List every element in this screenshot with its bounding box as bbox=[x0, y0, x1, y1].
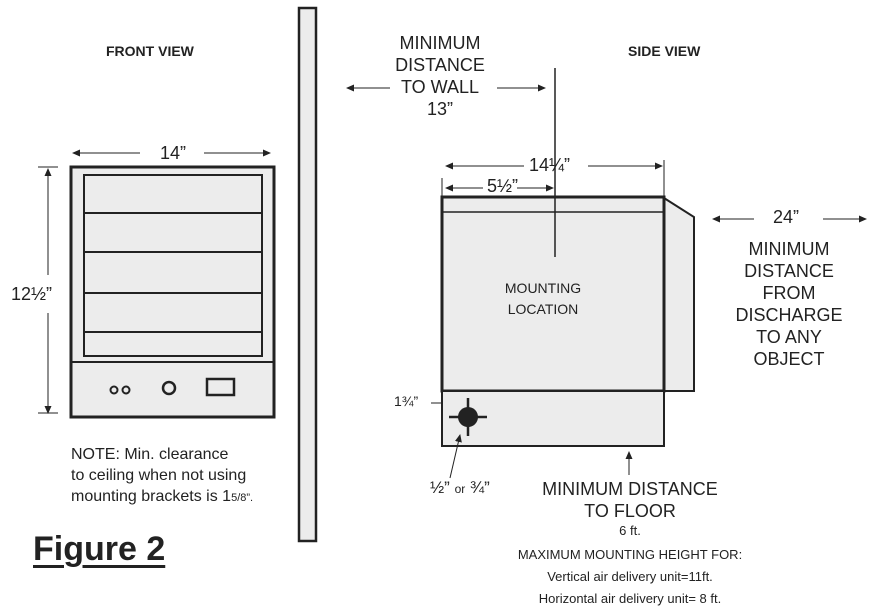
knockout-or: or bbox=[454, 482, 466, 496]
conduit-height-dim: 1¾” bbox=[394, 393, 419, 409]
mount-offset-dim: 5½” bbox=[487, 176, 519, 196]
discharge-distance-value: 24” bbox=[773, 207, 800, 227]
note-line1: NOTE: Min. clearance bbox=[71, 446, 229, 463]
thermostat-knob bbox=[161, 380, 177, 396]
note-line2: to ceiling when not using bbox=[71, 467, 247, 484]
control-knob-small-1 bbox=[109, 385, 119, 395]
knockout-size-label: ½” or ¾” bbox=[430, 478, 490, 498]
note-fraction: 5/8 bbox=[231, 492, 247, 504]
front-view-heater bbox=[69, 165, 276, 419]
mounting-location-line1: MOUNTING bbox=[504, 280, 582, 296]
max-height-title: MAXIMUM MOUNTING HEIGHT FOR: bbox=[517, 547, 743, 562]
floor-distance-label: MINIMUM DISTANCE TO FLOOR bbox=[530, 478, 730, 522]
side-view-title: SIDE VIEW bbox=[628, 43, 701, 59]
discharge-label-line2: DISTANCE bbox=[744, 261, 834, 281]
wall-distance-value: 13” bbox=[426, 99, 453, 119]
note-line3: mounting brackets is 15/8”. bbox=[71, 486, 253, 509]
discharge-label-line3: FROM bbox=[762, 283, 816, 303]
discharge-label-line4: DISCHARGE bbox=[735, 305, 843, 325]
knockout-size-a: ½” bbox=[430, 478, 450, 497]
front-width-dim: 14” bbox=[160, 143, 187, 163]
mounting-location-line2: LOCATION bbox=[507, 301, 579, 317]
discharge-label-line5: TO ANY bbox=[756, 327, 822, 347]
mounting-location-label: MOUNTING LOCATION bbox=[493, 278, 593, 320]
max-height-vertical: Vertical air delivery unit=11ft. bbox=[547, 569, 713, 584]
knockout-size-b: ¾” bbox=[469, 478, 490, 497]
discharge-label-line1: MINIMUM bbox=[748, 239, 830, 259]
side-depth-dim: 14¼” bbox=[529, 155, 571, 175]
side-view-heater bbox=[440, 195, 695, 447]
wall-label-line1: MINIMUM bbox=[399, 33, 481, 53]
figure-label: Figure 2 bbox=[33, 530, 166, 568]
control-knob-small-2 bbox=[121, 385, 131, 395]
floor-distance-value: 6 ft. bbox=[619, 523, 641, 538]
discharge-label: MINIMUM DISTANCE FROM DISCHARGE TO ANY O… bbox=[723, 238, 855, 370]
floor-label-line1: MINIMUM DISTANCE bbox=[542, 479, 718, 499]
floor-label-line2: TO FLOOR bbox=[584, 501, 676, 521]
wall-label-line3: TO WALL bbox=[400, 77, 480, 97]
clearance-note: NOTE: Min. clearance to ceiling when not… bbox=[71, 444, 253, 509]
wall bbox=[297, 6, 318, 543]
wall-label-line2: DISTANCE bbox=[395, 55, 485, 75]
max-height-horizontal: Horizontal air delivery unit= 8 ft. bbox=[538, 591, 722, 606]
wall-distance-label: MINIMUM DISTANCE TO WALL 13” bbox=[382, 32, 498, 120]
front-height-dim: 12½” bbox=[11, 284, 53, 304]
switch-panel bbox=[205, 377, 236, 397]
note-suffix: ”. bbox=[246, 492, 254, 504]
discharge-label-line6: OBJECT bbox=[753, 349, 825, 369]
note-line3-prefix: mounting brackets is 1 bbox=[71, 488, 232, 505]
front-view-title: FRONT VIEW bbox=[106, 43, 194, 59]
knockout-pointer bbox=[449, 434, 462, 479]
